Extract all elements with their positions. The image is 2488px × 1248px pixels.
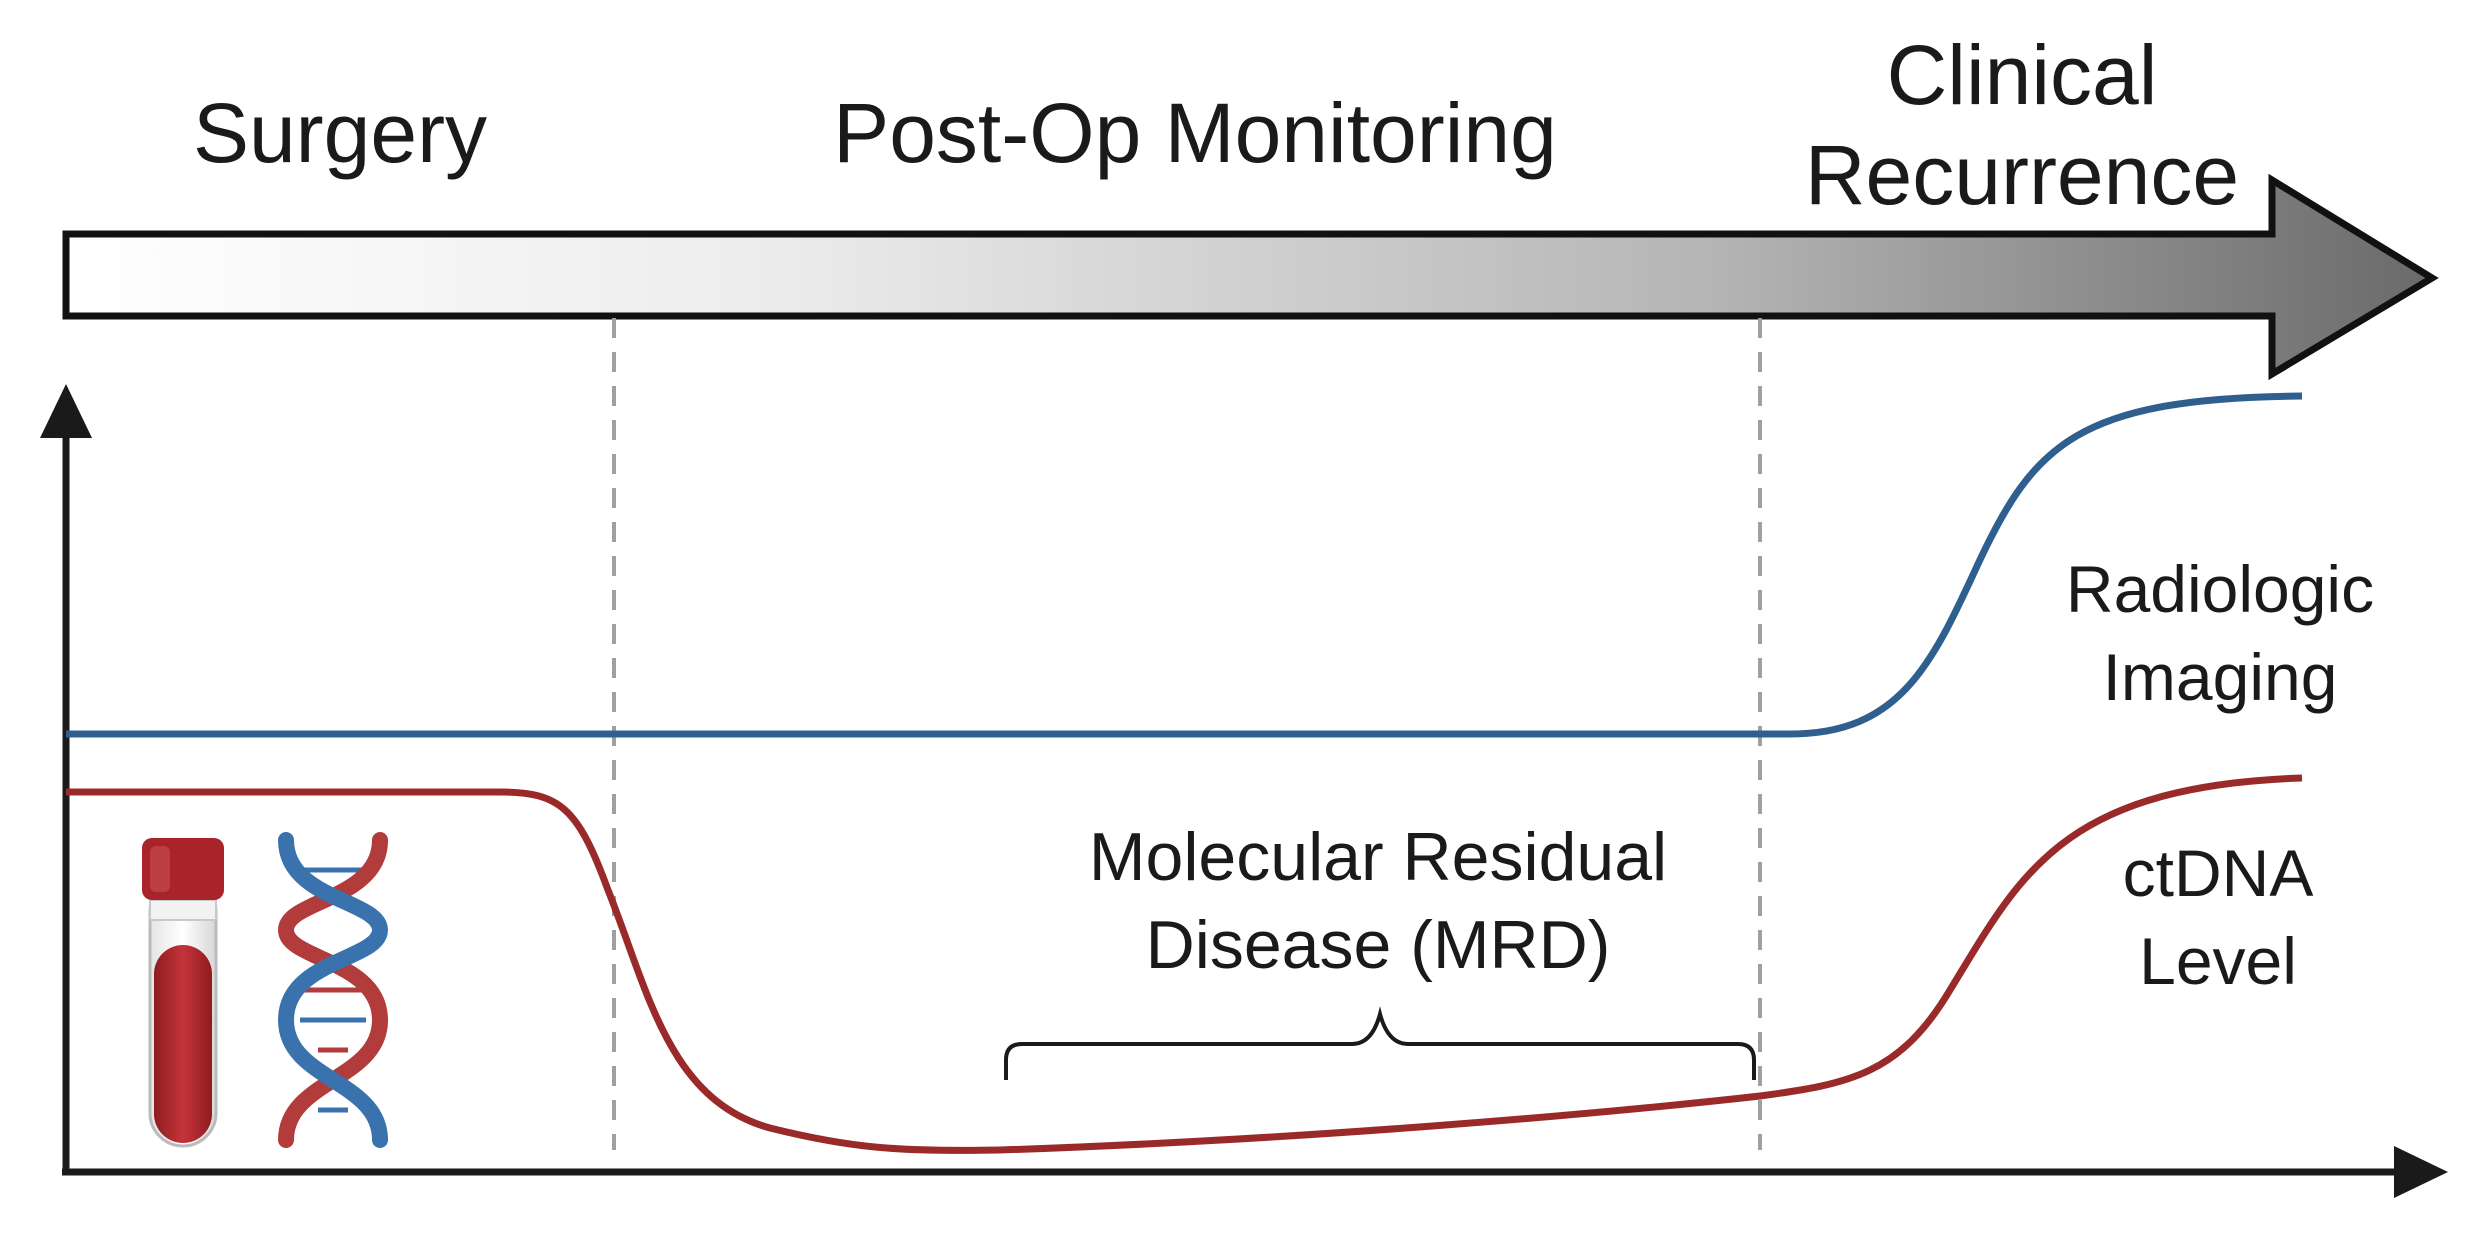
mrd-label-line1: Molecular Residual	[1089, 819, 1667, 895]
ctdna-label-line1: ctDNA	[2123, 836, 2314, 910]
phase-label-recurrence-line1: Clinical	[1887, 28, 2158, 122]
mrd-label-line2: Disease (MRD)	[1146, 907, 1611, 983]
imaging-label-line2: Imaging	[2103, 640, 2338, 714]
y-axis-arrowhead	[40, 384, 92, 438]
phase-label-monitoring: Post-Op Monitoring	[833, 86, 1557, 180]
ctdna-label-line2: Level	[2139, 924, 2297, 998]
dna-helix-icon	[277, 832, 389, 1148]
timeline-arrow	[62, 173, 2439, 381]
imaging-label-line1: Radiologic	[2066, 552, 2374, 626]
x-axis-arrowhead	[2394, 1146, 2448, 1198]
imaging-curve	[66, 392, 2303, 738]
mrd-brace	[1004, 1006, 1756, 1080]
phase-label-recurrence-line2: Recurrence	[1805, 128, 2239, 222]
phase-label-surgery: Surgery	[193, 86, 487, 180]
ctdna-curve	[66, 774, 2303, 1154]
blood-tube-icon	[142, 838, 224, 1148]
